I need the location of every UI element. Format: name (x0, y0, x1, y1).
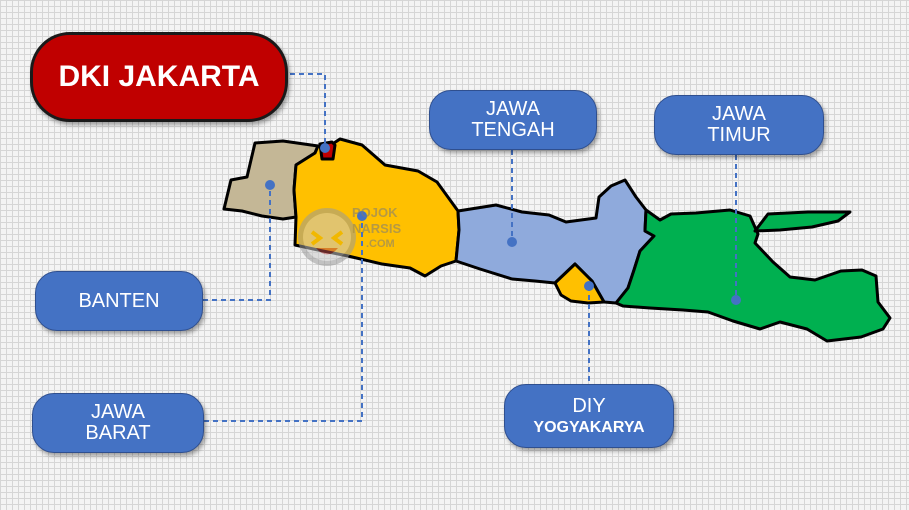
label-jawa-barat-line-2: BARAT (85, 422, 151, 444)
dot-diy (584, 281, 594, 291)
label-jawa-timur[interactable]: JAWA TIMUR (654, 95, 824, 155)
label-jawa-barat[interactable]: JAWA BARAT (32, 393, 204, 453)
label-jawa-timur-line-1: JAWA (711, 103, 767, 125)
region-diy-yogyakarta[interactable] (553, 262, 606, 305)
label-dki-jakarta-text: DKI JAKARTA (58, 60, 260, 94)
dot-jabar (357, 211, 367, 221)
pojok-narsis-watermark: POJOK NARSIS .COM (296, 198, 406, 278)
watermark-line-2: NARSIS (352, 221, 402, 236)
label-jawa-barat-line-1: JAWA (90, 401, 146, 423)
label-diy-line-1: DIY (572, 394, 606, 417)
region-jawa-timur-madura[interactable] (753, 210, 852, 233)
watermark-line-1: POJOK (352, 205, 398, 220)
label-jawa-timur-line-2: TIMUR (707, 124, 771, 146)
label-diy-line-2: YOGYAKARYA (533, 418, 645, 436)
label-banten-text: BANTEN (78, 289, 160, 312)
label-diy-yogyakarta[interactable]: DIY YOGYAKARYA (504, 384, 674, 448)
connector-banten (203, 185, 271, 301)
dot-jateng (507, 237, 517, 247)
watermark-line-3: .COM (366, 238, 395, 250)
label-dki-jakarta[interactable]: DKI JAKARTA (30, 32, 288, 122)
dot-dki (320, 143, 330, 153)
label-jawa-tengah[interactable]: JAWA TENGAH (429, 90, 597, 150)
label-jawa-tengah-line-2: TENGAH (471, 119, 555, 141)
dot-banten (265, 180, 275, 190)
label-banten[interactable]: BANTEN (35, 271, 203, 331)
smiley-face-logo-icon (298, 208, 356, 266)
dot-jatim (731, 295, 741, 305)
connector-dki (290, 73, 326, 148)
connector-jabar (204, 216, 363, 422)
label-jawa-tengah-line-1: JAWA (485, 98, 541, 120)
region-jawa-timur[interactable] (614, 208, 892, 343)
